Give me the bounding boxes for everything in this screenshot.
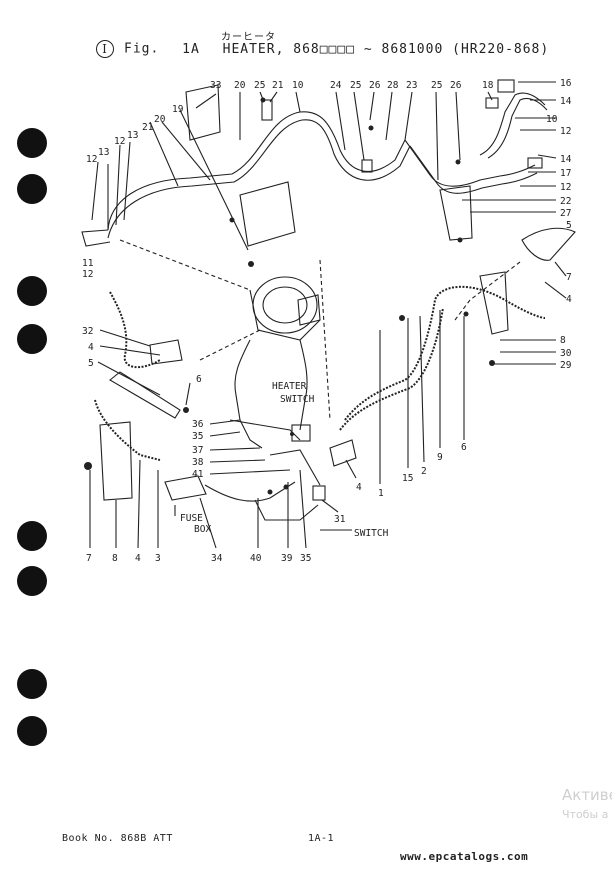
binder-hole bbox=[17, 716, 47, 746]
callout-19: 19 bbox=[172, 104, 184, 115]
activation-watermark-title: Активе bbox=[562, 786, 612, 804]
page-number: 1A-1 bbox=[308, 833, 335, 844]
activation-watermark-text: Чтобы а bbox=[562, 808, 609, 821]
callout-6: 6 bbox=[461, 442, 467, 453]
callout-21: 21 bbox=[142, 122, 154, 133]
callout-21: 21 bbox=[272, 80, 284, 91]
callout-8: 8 bbox=[112, 553, 118, 564]
callout-14: 14 bbox=[560, 96, 572, 107]
heater-switch-label-2: SWITCH bbox=[280, 394, 315, 405]
callout-31: 31 bbox=[334, 514, 346, 525]
callout-15: 15 bbox=[402, 473, 413, 484]
callout-18: 18 bbox=[482, 80, 494, 91]
binder-hole bbox=[17, 128, 47, 158]
binder-hole bbox=[17, 276, 47, 306]
callout-12: 12 bbox=[560, 126, 571, 137]
callout-6: 6 bbox=[196, 374, 202, 385]
callout-16: 16 bbox=[560, 78, 572, 89]
callout-13: 13 bbox=[127, 130, 138, 141]
page-title: HEATER, 868□□□□ ∼ 8681000 (HR220-868) bbox=[222, 41, 550, 57]
figure-marker: I bbox=[96, 40, 114, 58]
callout-4: 4 bbox=[88, 342, 94, 353]
callout-8: 8 bbox=[560, 335, 566, 346]
callout-23: 23 bbox=[406, 80, 417, 91]
callout-10: 10 bbox=[292, 80, 304, 91]
switch-label: SWITCH bbox=[354, 528, 389, 539]
callout-22: 22 bbox=[560, 196, 571, 207]
callout-36: 36 bbox=[192, 419, 204, 430]
callout-39: 39 bbox=[281, 553, 293, 564]
callout-33: 33 bbox=[210, 80, 221, 91]
callout-7: 7 bbox=[566, 272, 572, 283]
japanese-title: カーヒータ bbox=[221, 32, 276, 43]
callout-35: 35 bbox=[300, 553, 311, 564]
callout-34: 34 bbox=[211, 553, 223, 564]
callout-4: 4 bbox=[135, 553, 141, 564]
callout-7: 7 bbox=[86, 553, 92, 564]
site-watermark: www.epcatalogs.com bbox=[400, 850, 529, 863]
callout-17: 17 bbox=[560, 168, 571, 179]
callout-12: 12 bbox=[114, 136, 125, 147]
callout-20: 20 bbox=[234, 80, 246, 91]
callout-5: 5 bbox=[88, 358, 94, 369]
book-number: Book No. 868B ATT bbox=[62, 833, 173, 844]
callout-12: 12 bbox=[86, 154, 97, 165]
callout-10: 10 bbox=[546, 114, 558, 125]
callout-11: 11 bbox=[82, 258, 94, 269]
callout-25: 25 bbox=[350, 80, 361, 91]
callout-32: 32 bbox=[82, 326, 93, 337]
callout-9: 9 bbox=[437, 452, 443, 463]
fuse-box-label-2: BOX bbox=[194, 524, 211, 535]
callout-4: 4 bbox=[566, 294, 572, 305]
callout-25: 25 bbox=[254, 80, 265, 91]
callout-26: 26 bbox=[369, 80, 381, 91]
binder-hole bbox=[17, 324, 47, 354]
callout-35: 35 bbox=[192, 431, 203, 442]
callout-28: 28 bbox=[387, 80, 399, 91]
callout-1: 1 bbox=[378, 488, 384, 499]
heater-switch-label-1: HEATER bbox=[272, 381, 307, 392]
callout-20: 20 bbox=[154, 114, 166, 125]
callout-26: 26 bbox=[450, 80, 462, 91]
fig-label: Fig. bbox=[124, 41, 160, 57]
callout-24: 24 bbox=[330, 80, 342, 91]
callout-2: 2 bbox=[421, 466, 427, 477]
callout-13: 13 bbox=[98, 147, 109, 158]
callout-30: 30 bbox=[560, 348, 572, 359]
callout-41: 41 bbox=[192, 469, 204, 480]
binder-hole bbox=[17, 566, 47, 596]
callout-14: 14 bbox=[560, 154, 572, 165]
callout-38: 38 bbox=[192, 457, 204, 468]
callout-4: 4 bbox=[356, 482, 362, 493]
fuse-box-label-1: FUSE bbox=[180, 513, 203, 524]
binder-hole bbox=[17, 521, 47, 551]
figure-header: I Fig. 1A HEATER, 868□□□□ ∼ 8681000 (HR22… bbox=[96, 40, 549, 58]
callout-12: 12 bbox=[82, 269, 93, 280]
callout-27: 27 bbox=[560, 208, 571, 219]
callout-5: 5 bbox=[566, 220, 572, 231]
callout-3: 3 bbox=[155, 553, 161, 564]
callout-25: 25 bbox=[431, 80, 442, 91]
binder-hole bbox=[17, 669, 47, 699]
callout-12: 12 bbox=[560, 182, 571, 193]
callout-29: 29 bbox=[560, 360, 572, 371]
fig-number: 1A bbox=[182, 41, 200, 57]
callout-37: 37 bbox=[192, 445, 203, 456]
callout-40: 40 bbox=[250, 553, 262, 564]
binder-hole bbox=[17, 174, 47, 204]
